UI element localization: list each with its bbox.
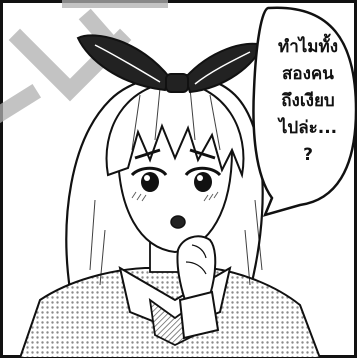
speech-bubble-text: ทำไมทั้ง สองคน ถึงเงียบ ไปล่ะ... ? [262, 34, 354, 169]
speech-line-2: สองคน [282, 64, 334, 84]
speech-line-5: ? [303, 145, 313, 165]
speech-line-4: ไปล่ะ... [278, 118, 338, 138]
speech-bubble [252, 6, 357, 217]
mouth [170, 215, 186, 229]
left-eyebrow [134, 148, 161, 160]
right-eye [184, 166, 222, 192]
hair-ribbon [76, 34, 264, 94]
left-eye [130, 166, 168, 192]
sleeve-cuff [178, 290, 220, 340]
right-eyebrow [189, 148, 216, 160]
hair-bangs [105, 80, 245, 179]
hand [176, 235, 217, 302]
speech-line-3: ถึงเงียบ [281, 91, 335, 111]
speech-line-1: ทำไมทั้ง [277, 37, 338, 57]
